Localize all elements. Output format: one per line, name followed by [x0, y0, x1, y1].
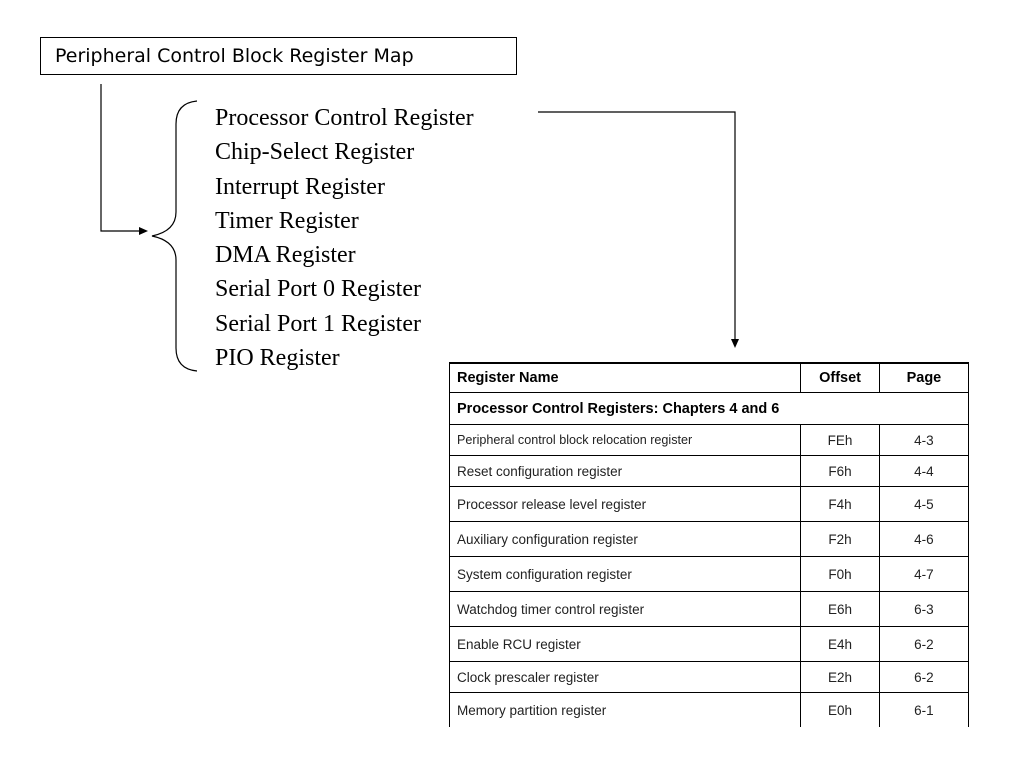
table-header-row: Register Name Offset Page: [448, 362, 970, 393]
cell-page: 4-5: [878, 486, 970, 522]
cell-page: 4-4: [878, 455, 970, 487]
cell-register-name: System configuration register: [448, 556, 802, 592]
cell-page: 6-2: [878, 626, 970, 662]
register-group-list: Processor Control Register Chip-Select R…: [215, 101, 474, 375]
cell-page: 6-3: [878, 591, 970, 627]
cell-page: 4-7: [878, 556, 970, 592]
cell-page: 6-1: [878, 692, 970, 727]
cell-register-name: Enable RCU register: [448, 626, 802, 662]
cell-offset: F2h: [800, 521, 880, 557]
diagram-title-box: Peripheral Control Block Register Map: [40, 37, 517, 75]
cell-register-name: Reset configuration register: [448, 455, 802, 487]
cell-offset: E6h: [800, 591, 880, 627]
cell-page: 4-6: [878, 521, 970, 557]
cell-offset: F6h: [800, 455, 880, 487]
table-row: Clock prescaler register E2h 6-2: [448, 661, 970, 693]
cell-offset: F4h: [800, 486, 880, 522]
header-offset: Offset: [800, 362, 880, 393]
curly-brace: [151, 100, 198, 372]
cell-register-name: Processor release level register: [448, 486, 802, 522]
register-group-item: Chip-Select Register: [215, 139, 415, 166]
section-heading: Processor Control Registers: Chapters 4 …: [449, 392, 969, 425]
group-to-table-connector: [538, 111, 736, 340]
cell-register-name: Clock prescaler register: [448, 661, 802, 693]
register-group-item: Serial Port 0 Register: [215, 276, 421, 303]
table-row: System configuration register F0h 4-7: [448, 556, 970, 592]
diagram-title: Peripheral Control Block Register Map: [55, 45, 414, 67]
cell-offset: E4h: [800, 626, 880, 662]
cell-offset: E2h: [800, 661, 880, 693]
register-group-item: Serial Port 1 Register: [215, 310, 421, 337]
cell-register-name: Auxiliary configuration register: [448, 521, 802, 557]
table-row: Watchdog timer control register E6h 6-3: [448, 591, 970, 627]
cell-page: 4-3: [878, 424, 970, 456]
brace-arrowhead: [139, 227, 148, 235]
register-table: Register Name Offset Page Processor Cont…: [448, 362, 970, 727]
table-arrowhead: [731, 339, 739, 348]
cell-offset: FEh: [800, 424, 880, 456]
cell-page: 6-2: [878, 661, 970, 693]
cell-offset: F0h: [800, 556, 880, 592]
header-register-name: Register Name: [448, 362, 802, 393]
table-row: Reset configuration register F6h 4-4: [448, 455, 970, 487]
register-group-item: Interrupt Register: [215, 173, 385, 200]
table-row: Processor release level register F4h 4-5: [448, 486, 970, 522]
title-to-brace-connector: [100, 84, 140, 232]
register-group-item: DMA Register: [215, 242, 356, 269]
table-row: Peripheral control block relocation regi…: [448, 424, 970, 456]
table-row: Auxiliary configuration register F2h 4-6: [448, 521, 970, 557]
cell-register-name: Peripheral control block relocation regi…: [448, 424, 802, 456]
table-section-row: Processor Control Registers: Chapters 4 …: [449, 392, 969, 425]
cell-register-name: Memory partition register: [448, 692, 802, 727]
table-row: Enable RCU register E4h 6-2: [448, 626, 970, 662]
register-group-item: Timer Register: [215, 207, 359, 234]
header-page: Page: [878, 362, 970, 393]
register-group-item: Processor Control Register: [215, 105, 474, 131]
cell-offset: E0h: [800, 692, 880, 727]
register-group-item: PIO Register: [215, 345, 340, 372]
cell-register-name: Watchdog timer control register: [448, 591, 802, 627]
table-row: Memory partition register E0h 6-1: [448, 692, 970, 727]
